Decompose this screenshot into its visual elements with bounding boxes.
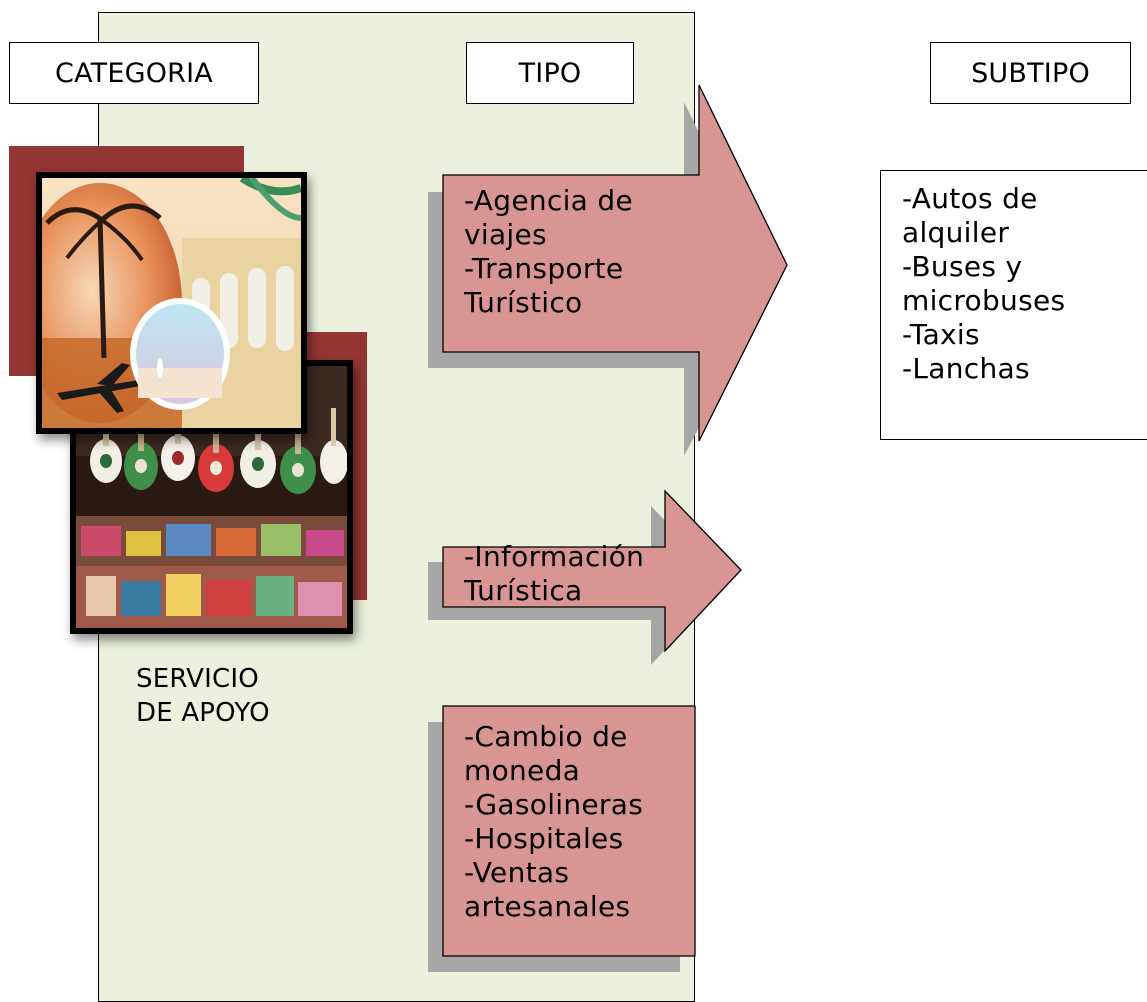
header-subtipo: SUBTIPO — [930, 42, 1131, 104]
tourism-collage-photo — [36, 172, 307, 434]
subtipo-box — [880, 170, 1147, 440]
arrow-2 — [442, 489, 742, 653]
category-label: SERVICIO DE APOYO — [136, 664, 270, 728]
tipo-box-1-text: -Agencia de viajes -Transporte Turístico — [464, 184, 633, 319]
header-categoria: CATEGORIA — [9, 42, 259, 104]
tipo-box-3-text: -Cambio de moneda -Gasolineras -Hospital… — [464, 720, 644, 923]
arrow-1 — [442, 84, 788, 442]
box-3 — [442, 705, 696, 957]
tipo-box-2-text: -Información Turística — [464, 540, 645, 607]
subtipo-box-text: -Autos de alquiler -Buses y microbuses -… — [902, 182, 1066, 385]
tourism-collage-image — [42, 178, 301, 428]
header-tipo: TIPO — [466, 42, 634, 104]
